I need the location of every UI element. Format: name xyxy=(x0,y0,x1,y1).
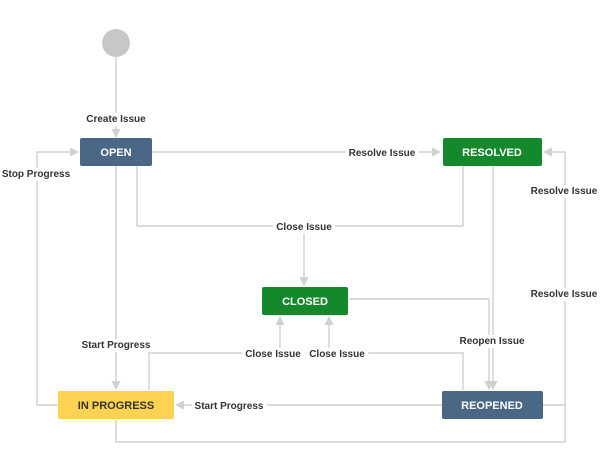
status-reopened-label: REOPENED xyxy=(461,400,523,412)
transition-start-progress-open[interactable]: Start Progress xyxy=(82,340,151,351)
connector-open-to-closed xyxy=(136,166,464,227)
connector-stop-progress xyxy=(36,147,79,406)
transition-label-background xyxy=(273,221,336,234)
status-closed[interactable]: CLOSED xyxy=(262,287,348,315)
transition-resolve-issue-open[interactable]: Resolve Issue xyxy=(349,148,416,159)
status-resolved-label: RESOLVED xyxy=(462,147,522,159)
transition-label-background xyxy=(345,147,419,160)
connector-inprogress-to-closed xyxy=(148,316,285,390)
transition-label-background xyxy=(527,185,600,198)
transition-resolve-issue-reopened-side[interactable]: Resolve Issue xyxy=(531,289,598,300)
transition-start-progress-reopened[interactable]: Start Progress xyxy=(195,401,264,412)
transition-label-background xyxy=(0,168,74,181)
transition-close-issue-top[interactable]: Close Issue xyxy=(276,222,332,233)
connector-bottom-loop xyxy=(115,405,566,443)
connector-reopened-to-resolved xyxy=(543,147,566,406)
status-closed-box xyxy=(262,287,348,315)
transition-stop-progress[interactable]: Stop Progress xyxy=(2,169,71,180)
transition-label-background xyxy=(191,400,267,413)
status-resolved[interactable]: RESOLVED xyxy=(443,138,542,166)
transition-label-background xyxy=(456,335,528,348)
transition-label-background xyxy=(78,339,154,352)
connector-closed-to-reopened xyxy=(349,298,494,390)
transition-close-issue-reopened[interactable]: Close Issue xyxy=(309,349,365,360)
connector-reopened-to-closed xyxy=(324,316,464,390)
status-in-progress[interactable]: IN PROGRESS xyxy=(58,391,174,419)
start-node xyxy=(102,29,130,57)
status-open[interactable]: OPEN xyxy=(80,138,152,166)
status-in-progress-label: IN PROGRESS xyxy=(78,400,154,412)
transition-resolve-issue-reopened-top[interactable]: Resolve Issue xyxy=(531,186,598,197)
transition-label-background xyxy=(242,348,305,361)
status-reopened[interactable]: REOPENED xyxy=(442,391,543,419)
transition-label-background xyxy=(306,348,369,361)
status-reopened-box xyxy=(442,391,543,419)
status-open-box xyxy=(80,138,152,166)
status-closed-label: CLOSED xyxy=(282,296,328,308)
transition-close-issue-inprogress[interactable]: Close Issue xyxy=(245,349,301,360)
transition-labels: Create Issue Resolve Issue Stop Progress… xyxy=(0,113,600,413)
status-in-progress-box xyxy=(58,391,174,419)
transition-label-background xyxy=(527,288,600,301)
transition-create-issue[interactable]: Create Issue xyxy=(86,114,146,125)
transition-label-background xyxy=(83,113,150,126)
transition-reopen-issue[interactable]: Reopen Issue xyxy=(459,336,524,347)
status-open-label: OPEN xyxy=(100,147,131,159)
status-resolved-box xyxy=(443,138,542,166)
